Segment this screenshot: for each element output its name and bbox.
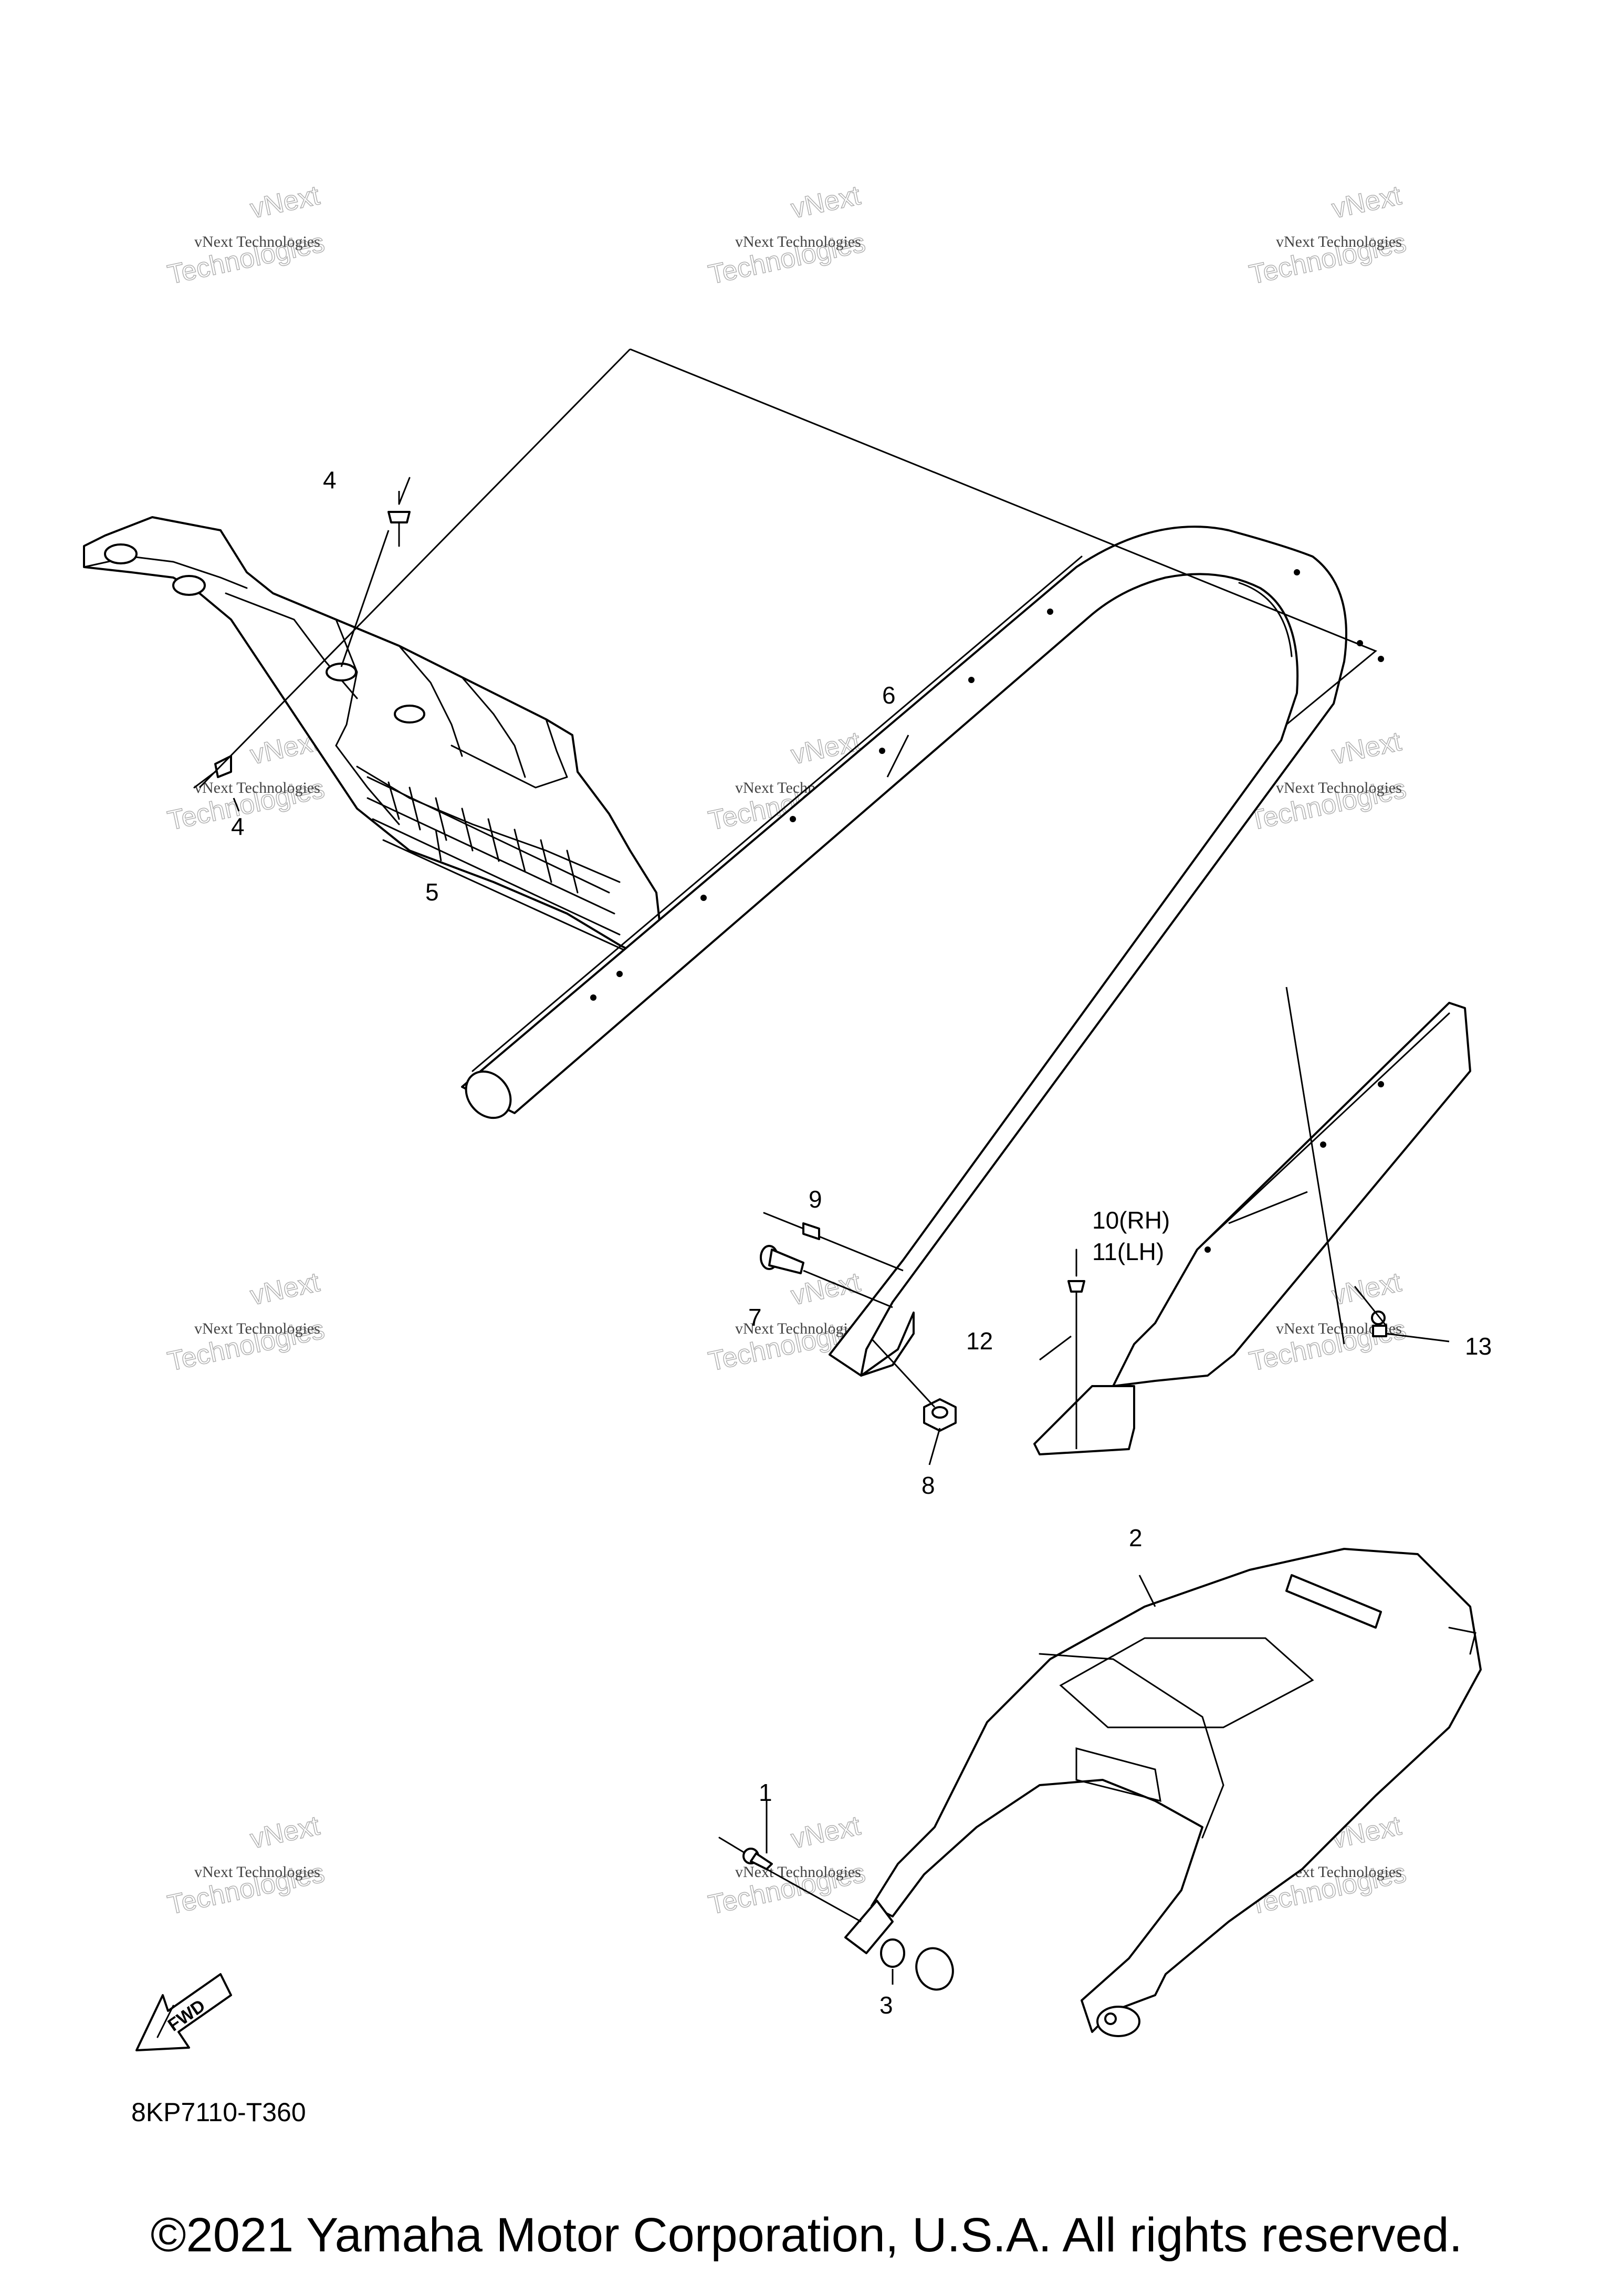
svg-text:vNext Technologies: vNext Technologies [1276,233,1402,250]
part-1-rivet [718,1837,773,1870]
callout-1: 1 [759,1779,772,1806]
svg-text:vNext: vNext [248,1267,323,1311]
callout-10: 10(RH) [1092,1207,1170,1234]
svg-text:vNext Technologies: vNext Technologies [194,1863,320,1881]
callout-4-top: 4 [323,466,337,494]
watermark-1: vNext Technologies vNext Technologies [164,180,327,290]
part-6-rail [461,526,1384,1377]
svg-text:vNext: vNext [789,1810,864,1854]
svg-text:vNext Technologies: vNext Technologies [735,233,861,250]
svg-text:vNext: vNext [248,1810,323,1854]
leader-lines [198,348,1450,1985]
svg-text:vNext: vNext [1329,1267,1405,1311]
part-7-bolt [760,1245,804,1274]
svg-text:vNext: vNext [1329,726,1405,770]
callout-7: 7 [748,1304,762,1331]
callout-5: 5 [425,878,439,906]
svg-text:vNext Technologies: vNext Technologies [194,779,320,796]
yamaha-logo [387,781,579,894]
callout-4-bottom: 4 [231,813,245,840]
callout-8: 8 [921,1472,935,1499]
part-10-11-side-rail [1033,1002,1471,1455]
svg-text:vNext: vNext [1329,180,1405,224]
hardware [193,477,1387,1991]
part-4-rivet-top [387,477,411,547]
watermark-2: vNext Technologies vNext Technologies [705,180,868,290]
part-9-screw [763,1212,820,1240]
svg-text:vNext Technologies: vNext Technologies [1276,779,1402,796]
svg-text:vNext Technologies: vNext Technologies [194,1320,320,1337]
part-3-grommet [880,1938,954,1991]
part-8-nut [923,1398,957,1432]
watermark-11: vNext Technologies vNext Technologies [705,1810,868,1921]
part-5-rear-guard [83,516,663,962]
callout-9: 9 [809,1186,822,1213]
callout-3: 3 [879,1991,893,2019]
callout-labels: 1 2 3 4 4 5 6 7 8 9 10(RH) 11(LH) 12 13 [231,466,1492,2019]
watermark-3: vNext Technologies vNext Technologies [1246,180,1409,290]
svg-text:vNext: vNext [789,180,864,224]
callout-12: 12 [966,1327,993,1355]
copyright-notice: ©2021 Yamaha Motor Corporation, U.S.A. A… [150,2208,1463,2262]
part-12-rivet [1067,1249,1085,1293]
svg-text:vNext Technologies: vNext Technologies [735,1320,861,1337]
watermark-4: vNext Technologies vNext Technologies [164,726,327,836]
part-2-seat [844,1548,1482,2037]
callout-2: 2 [1129,1524,1143,1551]
watermark-7: vNext Technologies vNext Technologies [164,1266,327,1377]
diagram-code: 8KP7110-T360 [131,2098,306,2127]
callout-11: 11(LH) [1092,1238,1164,1265]
svg-text:vNext Technologies: vNext Technologies [735,1863,861,1881]
callout-13: 13 [1465,1333,1492,1360]
forward-arrow-icon: FWD [135,1973,232,2051]
part-13-clip [1371,1310,1387,1337]
yamaha-logo [1285,1574,1382,1629]
callout-6: 6 [882,682,896,709]
watermark-10: vNext Technologies vNext Technologies [164,1810,327,1921]
svg-text:vNext: vNext [248,180,323,224]
svg-text:vNext Technologies: vNext Technologies [194,233,320,250]
